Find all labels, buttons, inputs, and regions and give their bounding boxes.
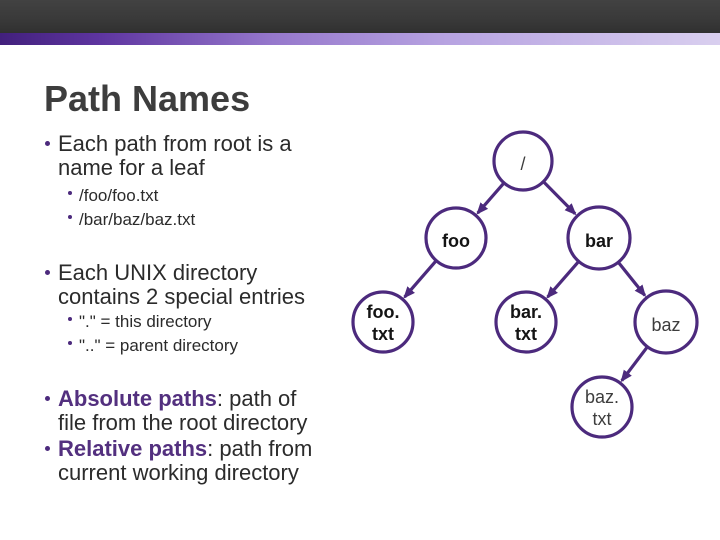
tree-node-label: bar. bbox=[510, 302, 542, 322]
bullet-dot bbox=[45, 141, 50, 146]
bullet-text: ".." = parent directory bbox=[79, 333, 238, 358]
bullet-run: "." = this directory bbox=[79, 312, 212, 331]
tree-node-root bbox=[492, 130, 554, 192]
tree-node-label: baz bbox=[651, 315, 680, 335]
tree-node-label: txt bbox=[515, 324, 537, 344]
header-accent-stripe bbox=[0, 33, 720, 45]
bullet-run: /foo/foo.txt bbox=[79, 186, 159, 205]
tree-node-label: bar bbox=[585, 231, 613, 251]
bullet-dot bbox=[68, 191, 72, 195]
bullet-run: contains 2 special entries bbox=[58, 284, 306, 309]
bullet-lead-text: Absolute paths bbox=[58, 386, 217, 411]
bullet-item: "." = this directory bbox=[68, 309, 212, 334]
bullet-item: ".." = parent directory bbox=[68, 333, 238, 358]
tree-edge-bar-bar-txt bbox=[546, 260, 580, 299]
tree-node-label: foo. bbox=[367, 302, 400, 322]
bullet-text: "." = this directory bbox=[79, 309, 212, 334]
bullet-run: ".." = parent directory bbox=[79, 336, 239, 355]
tree-node-label: baz. bbox=[585, 387, 619, 407]
tree-edge-bar-baz bbox=[617, 261, 647, 297]
tree-edge-baz-baz-txt bbox=[620, 345, 649, 383]
tree-edge-foo-foo-txt bbox=[403, 259, 438, 299]
bullet-dot bbox=[45, 446, 50, 451]
tree-node-baz-txt bbox=[570, 375, 634, 439]
bullet-run: file from the root directory bbox=[58, 410, 308, 435]
tree-node-bar-txt bbox=[494, 290, 558, 354]
tree-node-label: foo bbox=[442, 231, 470, 251]
tree-edge-root-foo bbox=[476, 181, 506, 215]
bullet-run: name for a leaf bbox=[58, 155, 205, 180]
bullet-dot bbox=[45, 396, 50, 401]
bullet-item: /foo/foo.txt bbox=[68, 183, 158, 208]
tree-node-label: txt bbox=[372, 324, 394, 344]
tree-node-foo-txt bbox=[351, 290, 415, 354]
bullet-text: /foo/foo.txt bbox=[79, 183, 158, 208]
bullet-item: /bar/baz/baz.txt bbox=[68, 207, 195, 232]
bullet-run: Each path from root is a bbox=[58, 131, 292, 156]
bullet-dot bbox=[68, 215, 72, 219]
bullet-dot bbox=[45, 270, 50, 275]
tree-node-baz bbox=[633, 289, 699, 355]
tree-node-bar bbox=[566, 205, 632, 271]
bullet-run: Each UNIX directory bbox=[58, 260, 258, 285]
page-title: Path Names bbox=[44, 78, 251, 120]
tree-node-label: / bbox=[520, 154, 525, 174]
tree-node-foo bbox=[424, 206, 488, 270]
bullet-text: /bar/baz/baz.txt bbox=[79, 207, 195, 232]
bullet-dot bbox=[68, 317, 72, 321]
bullet-dot bbox=[68, 341, 72, 345]
bullet-run: /bar/baz/baz.txt bbox=[79, 210, 196, 229]
bullet-run: current working directory bbox=[58, 460, 299, 485]
tree-node-label: txt bbox=[592, 409, 611, 429]
bullet-run: : path of bbox=[216, 386, 297, 411]
bullet-lead-text: Relative paths bbox=[58, 436, 208, 461]
slide-header-bar bbox=[0, 0, 720, 33]
tree-edge-root-bar bbox=[542, 180, 577, 216]
bullet-run: : path from bbox=[207, 436, 313, 461]
